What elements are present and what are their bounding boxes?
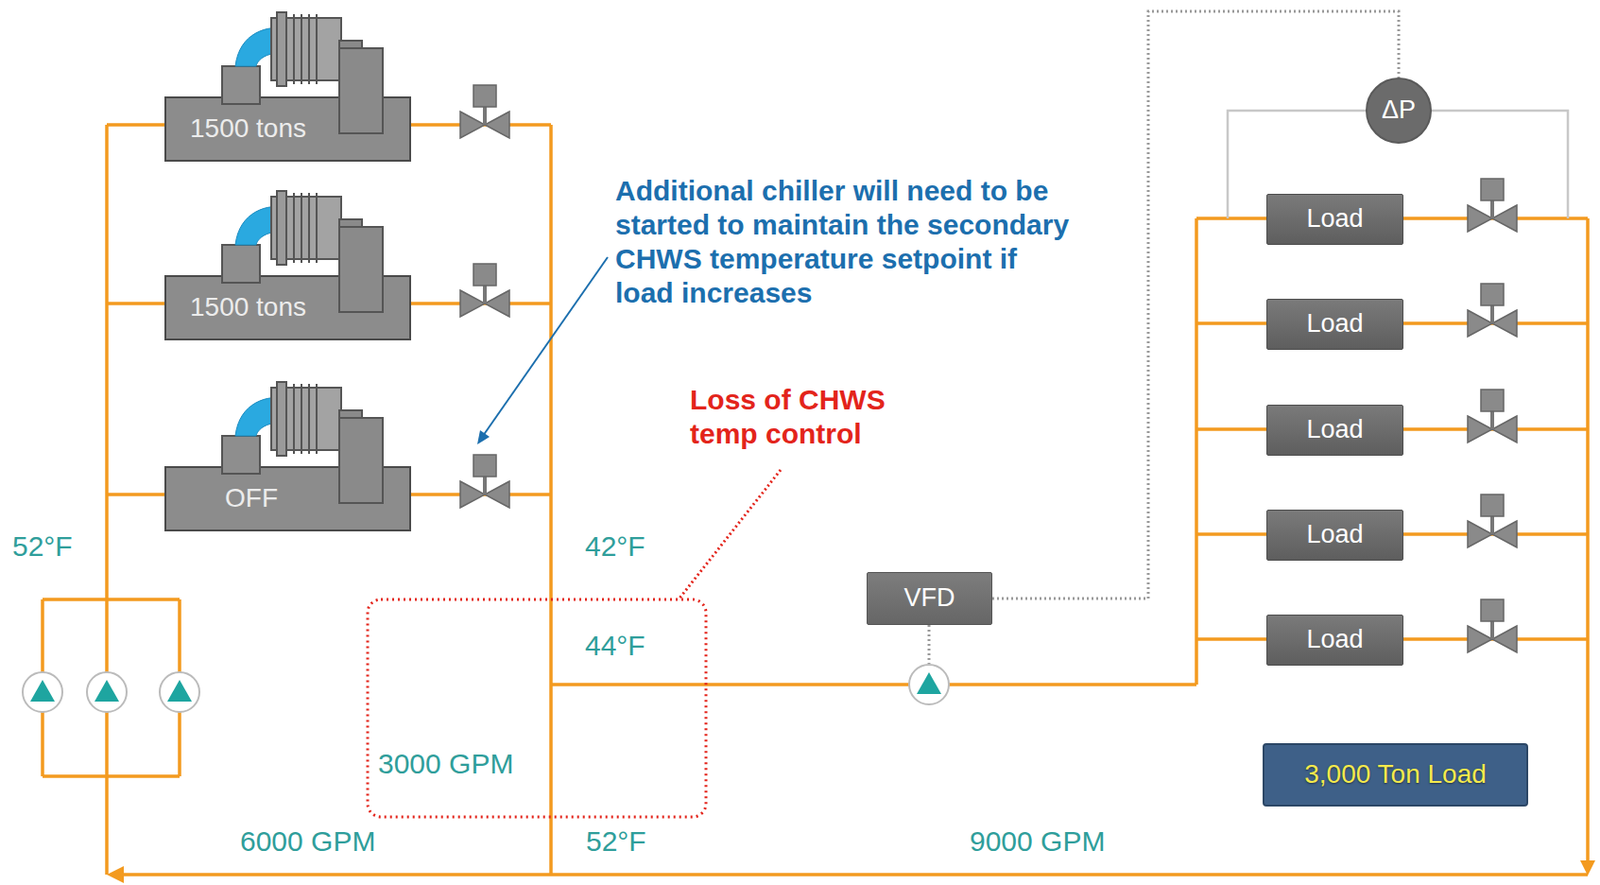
drawing-part <box>22 671 63 712</box>
drawing-part <box>159 671 200 712</box>
temperature-label: 42°F <box>584 529 646 564</box>
load-tag: 3,000 Ton Load <box>1262 742 1529 807</box>
pump-symbols <box>22 664 949 712</box>
temperature-label: 52°F <box>585 824 647 859</box>
node-text: Load <box>1306 624 1363 654</box>
flow-label: 3000 GPM <box>378 746 514 781</box>
drawing-part <box>1194 218 1199 685</box>
drawing-part <box>165 190 411 340</box>
drawing-part <box>86 671 127 712</box>
drawing-part <box>549 124 553 875</box>
drawing-part <box>1585 218 1590 862</box>
temperature-label: 44°F <box>584 628 646 663</box>
load-box: Load <box>1266 404 1404 456</box>
chiller-box: 1500 tons <box>165 97 411 161</box>
flow-arrowhead <box>106 865 124 883</box>
drawing-part <box>1467 599 1517 653</box>
node-text: 1500 tons <box>189 113 307 144</box>
valve-symbols <box>460 85 1517 653</box>
warning-note: Loss of CHWS temp control <box>689 382 903 451</box>
drawing-part <box>1467 283 1517 337</box>
node-text: VFD <box>904 583 956 613</box>
drawing-part <box>1467 494 1517 548</box>
node-text: Load <box>1306 204 1363 234</box>
drawing-part <box>42 599 180 776</box>
node-text: OFF <box>224 482 278 514</box>
drawing-part <box>165 381 411 531</box>
flow-label: 9000 GPM <box>969 824 1105 859</box>
load-box: Load <box>1266 298 1404 350</box>
problem-region <box>367 599 706 817</box>
drawing-part <box>460 263 510 317</box>
node-text: Load <box>1306 414 1363 445</box>
node-text: Load <box>1306 519 1363 550</box>
load-box: Load <box>1266 193 1404 245</box>
chiller-box: OFF <box>165 466 411 531</box>
chiller-box: 1500 tons <box>165 275 411 340</box>
callout-leader <box>482 257 608 436</box>
drawing-part <box>104 124 109 875</box>
node-text: 3,000 Ton Load <box>1304 758 1487 790</box>
callout-note: Additional chiller will need to be start… <box>615 173 1075 310</box>
node-text: ΔP <box>1381 95 1416 125</box>
drawing-part <box>106 301 166 306</box>
flow-arrowhead <box>1580 860 1596 876</box>
load-box: Load <box>1266 509 1404 561</box>
drawing-part <box>460 454 510 508</box>
chiller-illustrations <box>165 12 411 531</box>
node-text: 1500 tons <box>189 292 307 323</box>
warning-leader <box>678 469 781 600</box>
drawing-part <box>460 85 510 138</box>
callout-arrowhead <box>477 430 490 445</box>
vfd-box: VFD <box>866 571 993 625</box>
vfd-drive-link <box>928 624 931 664</box>
temperature-label: 52°F <box>12 529 73 564</box>
drawing-part <box>909 664 949 705</box>
dp-sensor: ΔP <box>1365 77 1432 144</box>
drawing-part <box>106 122 166 127</box>
flow-label: 6000 GPM <box>240 824 376 859</box>
node-text: Load <box>1306 309 1363 339</box>
drawing-part <box>1467 178 1517 232</box>
drawing-part <box>120 872 1588 877</box>
drawing-part <box>550 682 1197 687</box>
drawing-part <box>165 12 411 161</box>
drawing-part <box>1467 389 1517 443</box>
load-box: Load <box>1266 614 1404 666</box>
drawing-part <box>106 492 166 497</box>
chilled-water-pipes <box>42 124 1588 875</box>
